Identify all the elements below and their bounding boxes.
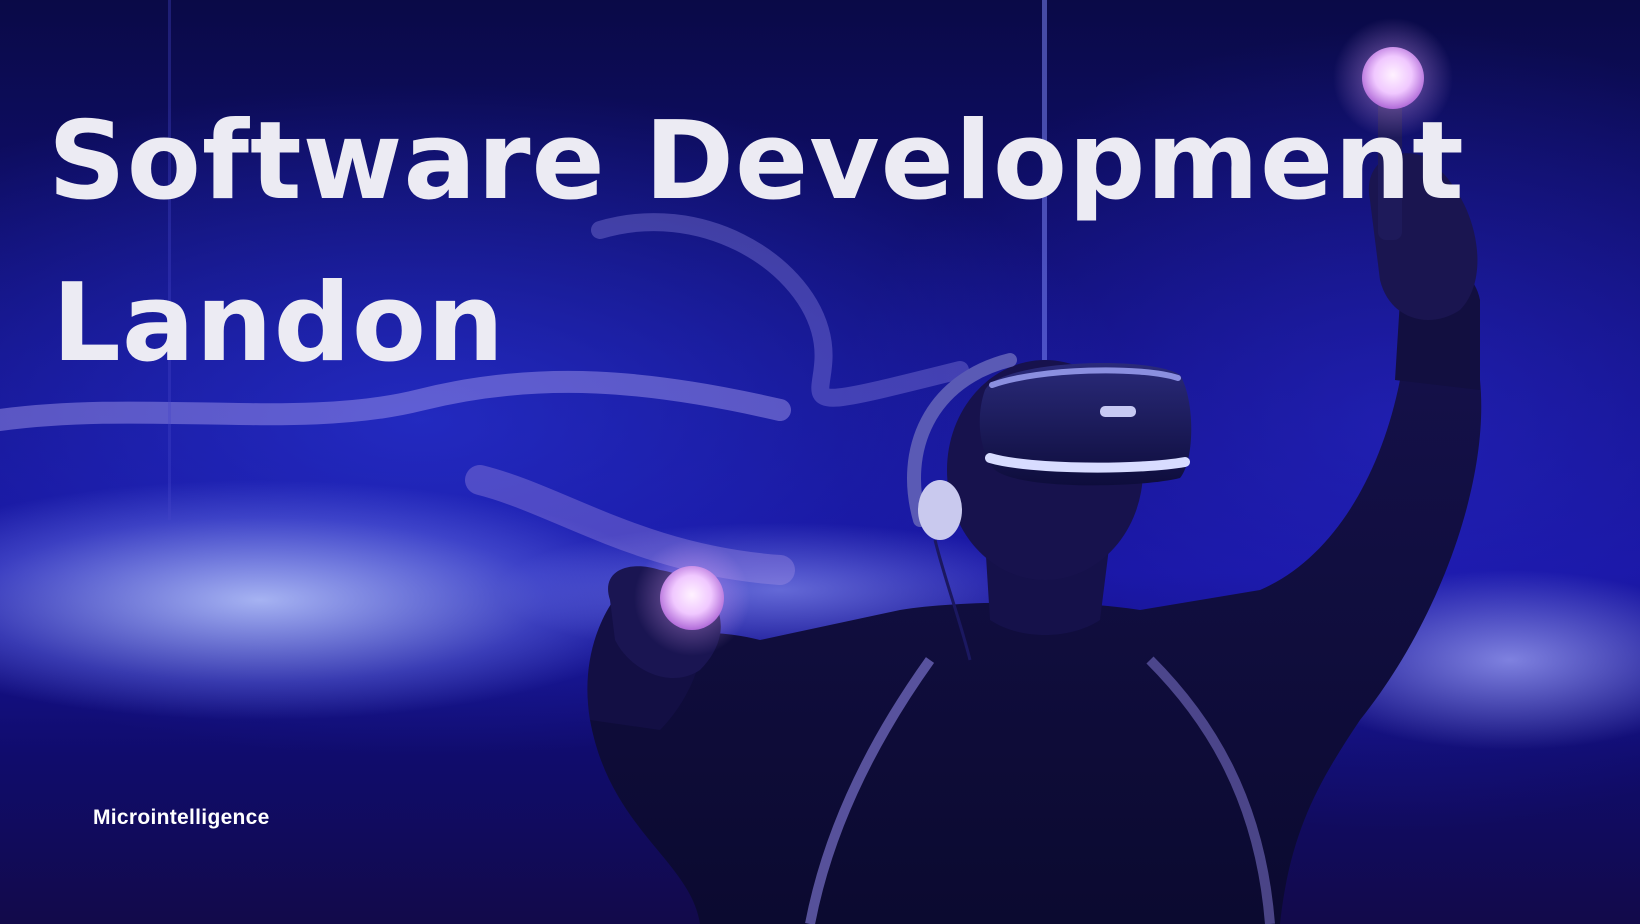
headline-line-1: Software Development (48, 99, 1465, 224)
brand-name: Microintelligence (93, 806, 270, 829)
headline-line-2: Landon (52, 261, 505, 386)
